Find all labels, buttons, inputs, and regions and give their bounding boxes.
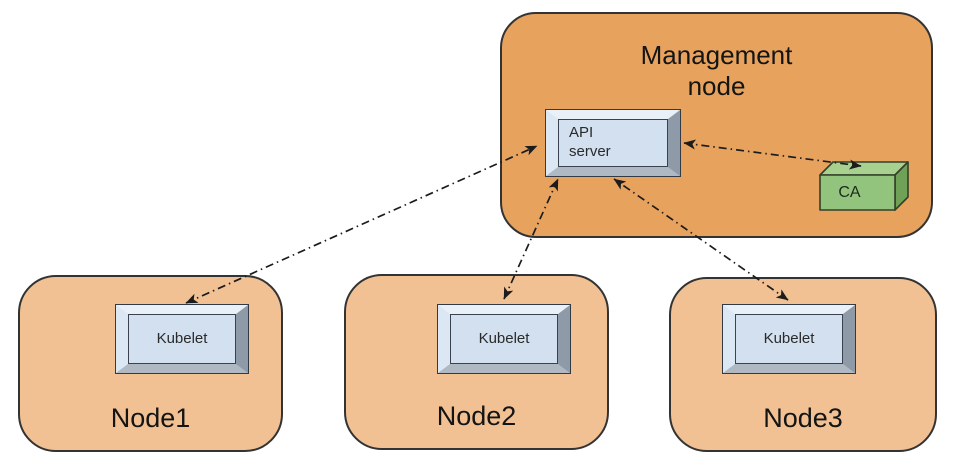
kubelet-face-2: Kubelet (450, 314, 558, 364)
api-server-box: API server (545, 109, 681, 177)
kubelet-face-1: Kubelet (128, 314, 236, 364)
api-server-label: API server (569, 124, 611, 160)
management-node-label: Management node (640, 40, 793, 101)
kubelet-bevel-3: Kubelet (723, 305, 855, 373)
node-box-1: Kubelet Node1 (18, 275, 283, 452)
kubelet-label-3: Kubelet (763, 329, 815, 347)
kubelet-label-1: Kubelet (156, 329, 208, 347)
node-label-1: Node1 (110, 403, 191, 433)
node-label-3: Node3 (763, 403, 843, 433)
kubelet-box-2: Kubelet (437, 304, 571, 374)
kubelet-bevel-2: Kubelet (438, 305, 570, 373)
api-server-bevel: API server (546, 110, 680, 176)
kubelet-face-3: Kubelet (735, 314, 843, 364)
kubelet-label-2: Kubelet (478, 329, 530, 347)
kubelet-box-3: Kubelet (722, 304, 856, 374)
api-server-face: API server (558, 119, 668, 167)
node-box-2: Kubelet Node2 (344, 274, 609, 450)
ca-label: CA (838, 183, 861, 201)
node-box-3: Kubelet Node3 (669, 277, 937, 452)
kubelet-bevel-1: Kubelet (116, 305, 248, 373)
kubelet-box-1: Kubelet (115, 304, 249, 374)
node-label-2: Node2 (436, 401, 517, 431)
